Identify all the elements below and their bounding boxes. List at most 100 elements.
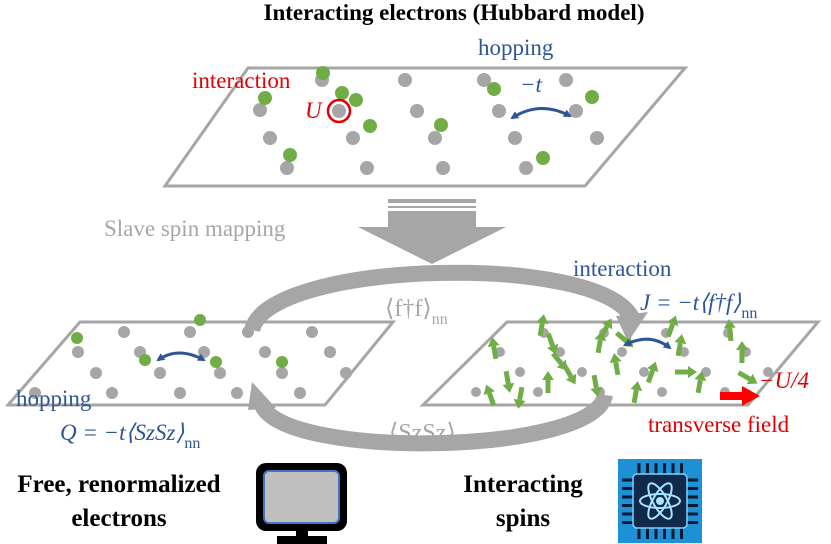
spin-arrow	[483, 384, 497, 407]
lattice-site	[360, 161, 374, 175]
lattice-site	[555, 347, 565, 357]
lattice-site	[617, 347, 627, 357]
lattice-site	[231, 387, 243, 399]
top-electrons	[258, 66, 599, 165]
electron	[434, 118, 448, 132]
lattice-site	[398, 73, 412, 87]
spin-arrow	[630, 381, 643, 404]
lattice-site	[508, 131, 522, 145]
lattice-site	[590, 131, 604, 145]
lattice-site	[306, 326, 318, 338]
Q-expression: Q = −t⟨SzSz⟩nn	[60, 420, 200, 452]
lattice-site	[259, 346, 271, 358]
spin-arrow	[594, 331, 607, 354]
lattice-site	[477, 73, 491, 87]
spin-arrow	[609, 353, 622, 376]
right-interaction-label: interaction	[573, 256, 672, 281]
lattice-site	[242, 326, 254, 338]
lattice-site	[559, 73, 573, 87]
top-hopping-symbol: −t	[520, 72, 543, 97]
spin-arrow	[536, 314, 549, 337]
electron	[276, 356, 288, 368]
upper-loop-expectation: ⟨f†f⟩nn	[385, 296, 448, 328]
lattice-site	[106, 387, 118, 399]
lattice-site	[492, 104, 506, 118]
lattice-site	[471, 387, 481, 397]
lattice-site	[214, 367, 226, 379]
electron	[363, 119, 377, 133]
left-lattice-plane	[4, 320, 397, 407]
lattice-site	[657, 387, 667, 397]
electron	[210, 356, 222, 368]
lattice-site	[332, 104, 346, 118]
top-hopping-label: hopping	[478, 35, 554, 60]
spin-arrow	[551, 351, 568, 371]
mapping-arrow	[358, 199, 506, 264]
U-symbol: U	[305, 98, 323, 123]
electron	[585, 90, 599, 104]
spin-arrow	[590, 374, 603, 397]
left-caption-line1: Free, renormalized	[17, 471, 220, 498]
left-lattice-sites	[29, 326, 352, 399]
lattice-site	[263, 131, 277, 145]
lattice-site	[515, 367, 525, 377]
lattice-site	[294, 387, 306, 399]
electron	[335, 86, 349, 100]
lattice-site	[519, 161, 533, 175]
electron	[487, 82, 501, 96]
left-hopping-arrow	[156, 351, 206, 362]
spin-arrow	[545, 332, 559, 355]
lattice-site	[324, 346, 336, 358]
lattice-site	[410, 104, 424, 118]
right-interaction-arrow	[623, 337, 672, 350]
top-hopping-arrow	[510, 106, 572, 120]
spin-arrow	[645, 361, 659, 384]
lattice-site	[340, 367, 352, 379]
lattice-site	[763, 367, 773, 377]
top-lattice-sites	[253, 73, 604, 175]
left-lattice-panel	[4, 314, 397, 407]
lattice-site	[346, 131, 360, 145]
top-lattice-plane	[162, 66, 689, 188]
lattice-site	[569, 104, 583, 118]
spin-arrow	[737, 370, 758, 385]
diagram-title: Interacting electrons (Hubbard model)	[264, 0, 645, 25]
self-consistency-loop	[244, 264, 648, 452]
lattice-site	[639, 367, 649, 377]
electron	[139, 354, 151, 366]
lower-loop-expectation: ⟨SzSz⟩nn	[389, 420, 472, 452]
right-lattice-plane	[419, 320, 822, 407]
lattice-site	[118, 326, 130, 338]
lattice-site	[184, 326, 196, 338]
computer-monitor-icon	[256, 463, 347, 544]
transverse-field-label: transverse field	[648, 412, 790, 437]
spin-arrow	[513, 386, 526, 409]
J-expression: J = −t⟨f†f⟩nn	[640, 290, 757, 322]
spin-arrow	[674, 334, 687, 357]
lattice-site	[174, 387, 186, 399]
transverse-field-arrow	[720, 386, 760, 406]
lattice-site	[29, 387, 41, 399]
electron	[283, 148, 297, 162]
electron	[349, 93, 363, 107]
quantum-chip-icon	[618, 459, 702, 543]
electron	[536, 151, 550, 165]
lattice-site	[533, 387, 543, 397]
lattice-site	[577, 367, 587, 377]
lattice-site	[253, 103, 267, 117]
interaction-label: interaction	[192, 68, 291, 93]
spin-arrow	[502, 370, 515, 393]
left-caption-line2: electrons	[71, 505, 167, 532]
spin-arrow	[694, 371, 707, 394]
electron	[71, 332, 83, 344]
lattice-site	[276, 367, 288, 379]
mapping-label: Slave spin mapping	[104, 216, 286, 241]
lattice-site	[154, 367, 166, 379]
spin-arrow	[723, 319, 736, 342]
field-value: −U/4	[759, 368, 809, 393]
spin-arrow	[487, 337, 500, 360]
top-lattice-panel	[162, 66, 689, 188]
spin-arrow	[665, 315, 679, 338]
electron	[258, 91, 272, 105]
